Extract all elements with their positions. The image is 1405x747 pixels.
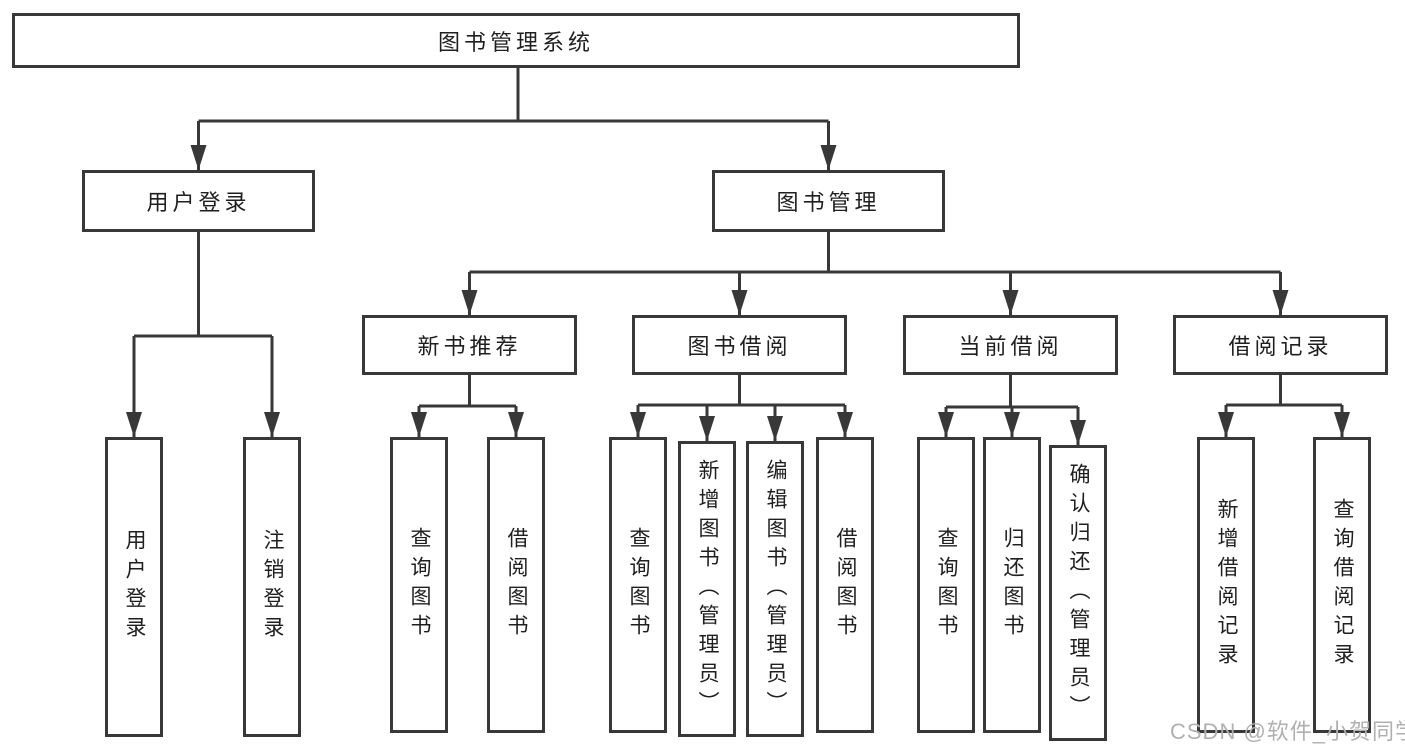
group-node-current-borrow: 当前借阅 xyxy=(903,315,1118,375)
leaf-node-query-borrow-record-label: 查询借阅记录 xyxy=(1331,498,1354,672)
leaf-node-query-borrow-record: 查询借阅记录 xyxy=(1313,437,1371,733)
leaf-node-query-books-3-label: 查询图书 xyxy=(935,527,958,643)
branch-node-book-management-label: 图书管理 xyxy=(776,190,881,215)
branch-node-user-login-label: 用户登录 xyxy=(146,190,251,215)
group-node-borrow-records-label: 借阅记录 xyxy=(1228,334,1333,359)
group-node-new-book-recommend: 新书推荐 xyxy=(362,315,577,375)
group-node-book-borrow: 图书借阅 xyxy=(632,315,847,375)
leaf-node-logout: 注销登录 xyxy=(243,437,301,737)
leaf-node-edit-book-admin: 编辑图书（管理员） xyxy=(746,441,804,737)
leaf-node-return-book: 归还图书 xyxy=(983,437,1041,733)
group-node-current-borrow-label: 当前借阅 xyxy=(958,334,1063,359)
root-node-label: 图书管理系统 xyxy=(437,29,594,55)
leaf-node-borrow-books-1: 借阅图书 xyxy=(487,437,545,733)
group-node-borrow-records: 借阅记录 xyxy=(1173,315,1388,375)
leaf-node-add-borrow-record-label: 新增借阅记录 xyxy=(1215,498,1238,672)
connector-segments xyxy=(132,68,1344,445)
csdn-watermark: CSDN @软件_小贺同学 xyxy=(1170,719,1405,744)
leaf-node-confirm-return-admin-label: 确认归还（管理员） xyxy=(1067,462,1090,724)
group-node-book-borrow-label: 图书借阅 xyxy=(687,334,792,359)
leaf-node-query-books-2: 查询图书 xyxy=(609,437,667,733)
leaf-node-logout-label: 注销登录 xyxy=(261,529,284,645)
leaf-node-edit-book-admin-label: 编辑图书（管理员） xyxy=(764,458,787,720)
leaf-node-borrow-books-2: 借阅图书 xyxy=(816,437,874,733)
branch-node-user-login: 用户登录 xyxy=(82,170,315,232)
leaf-node-add-book-admin: 新增图书（管理员） xyxy=(678,441,736,737)
leaf-node-confirm-return-admin: 确认归还（管理员） xyxy=(1049,445,1107,741)
leaf-node-query-books-1-label: 查询图书 xyxy=(408,527,431,643)
leaf-node-query-books-1: 查询图书 xyxy=(390,437,448,733)
group-node-new-book-recommend-label: 新书推荐 xyxy=(417,334,522,359)
leaf-node-borrow-books-1-label: 借阅图书 xyxy=(505,527,528,643)
leaf-node-user-login: 用户登录 xyxy=(105,437,163,737)
leaf-node-query-books-3: 查询图书 xyxy=(917,437,975,733)
leaf-node-query-books-2-label: 查询图书 xyxy=(627,527,650,643)
leaf-node-user-login-label: 用户登录 xyxy=(123,529,146,645)
leaf-node-borrow-books-2-label: 借阅图书 xyxy=(834,527,857,643)
arrowhead-icons xyxy=(126,145,1350,445)
leaf-node-add-book-admin-label: 新增图书（管理员） xyxy=(696,458,719,720)
branch-node-book-management: 图书管理 xyxy=(712,170,945,232)
leaf-node-add-borrow-record: 新增借阅记录 xyxy=(1197,437,1255,733)
root-node: 图书管理系统 xyxy=(12,13,1020,68)
leaf-node-return-book-label: 归还图书 xyxy=(1001,527,1024,643)
